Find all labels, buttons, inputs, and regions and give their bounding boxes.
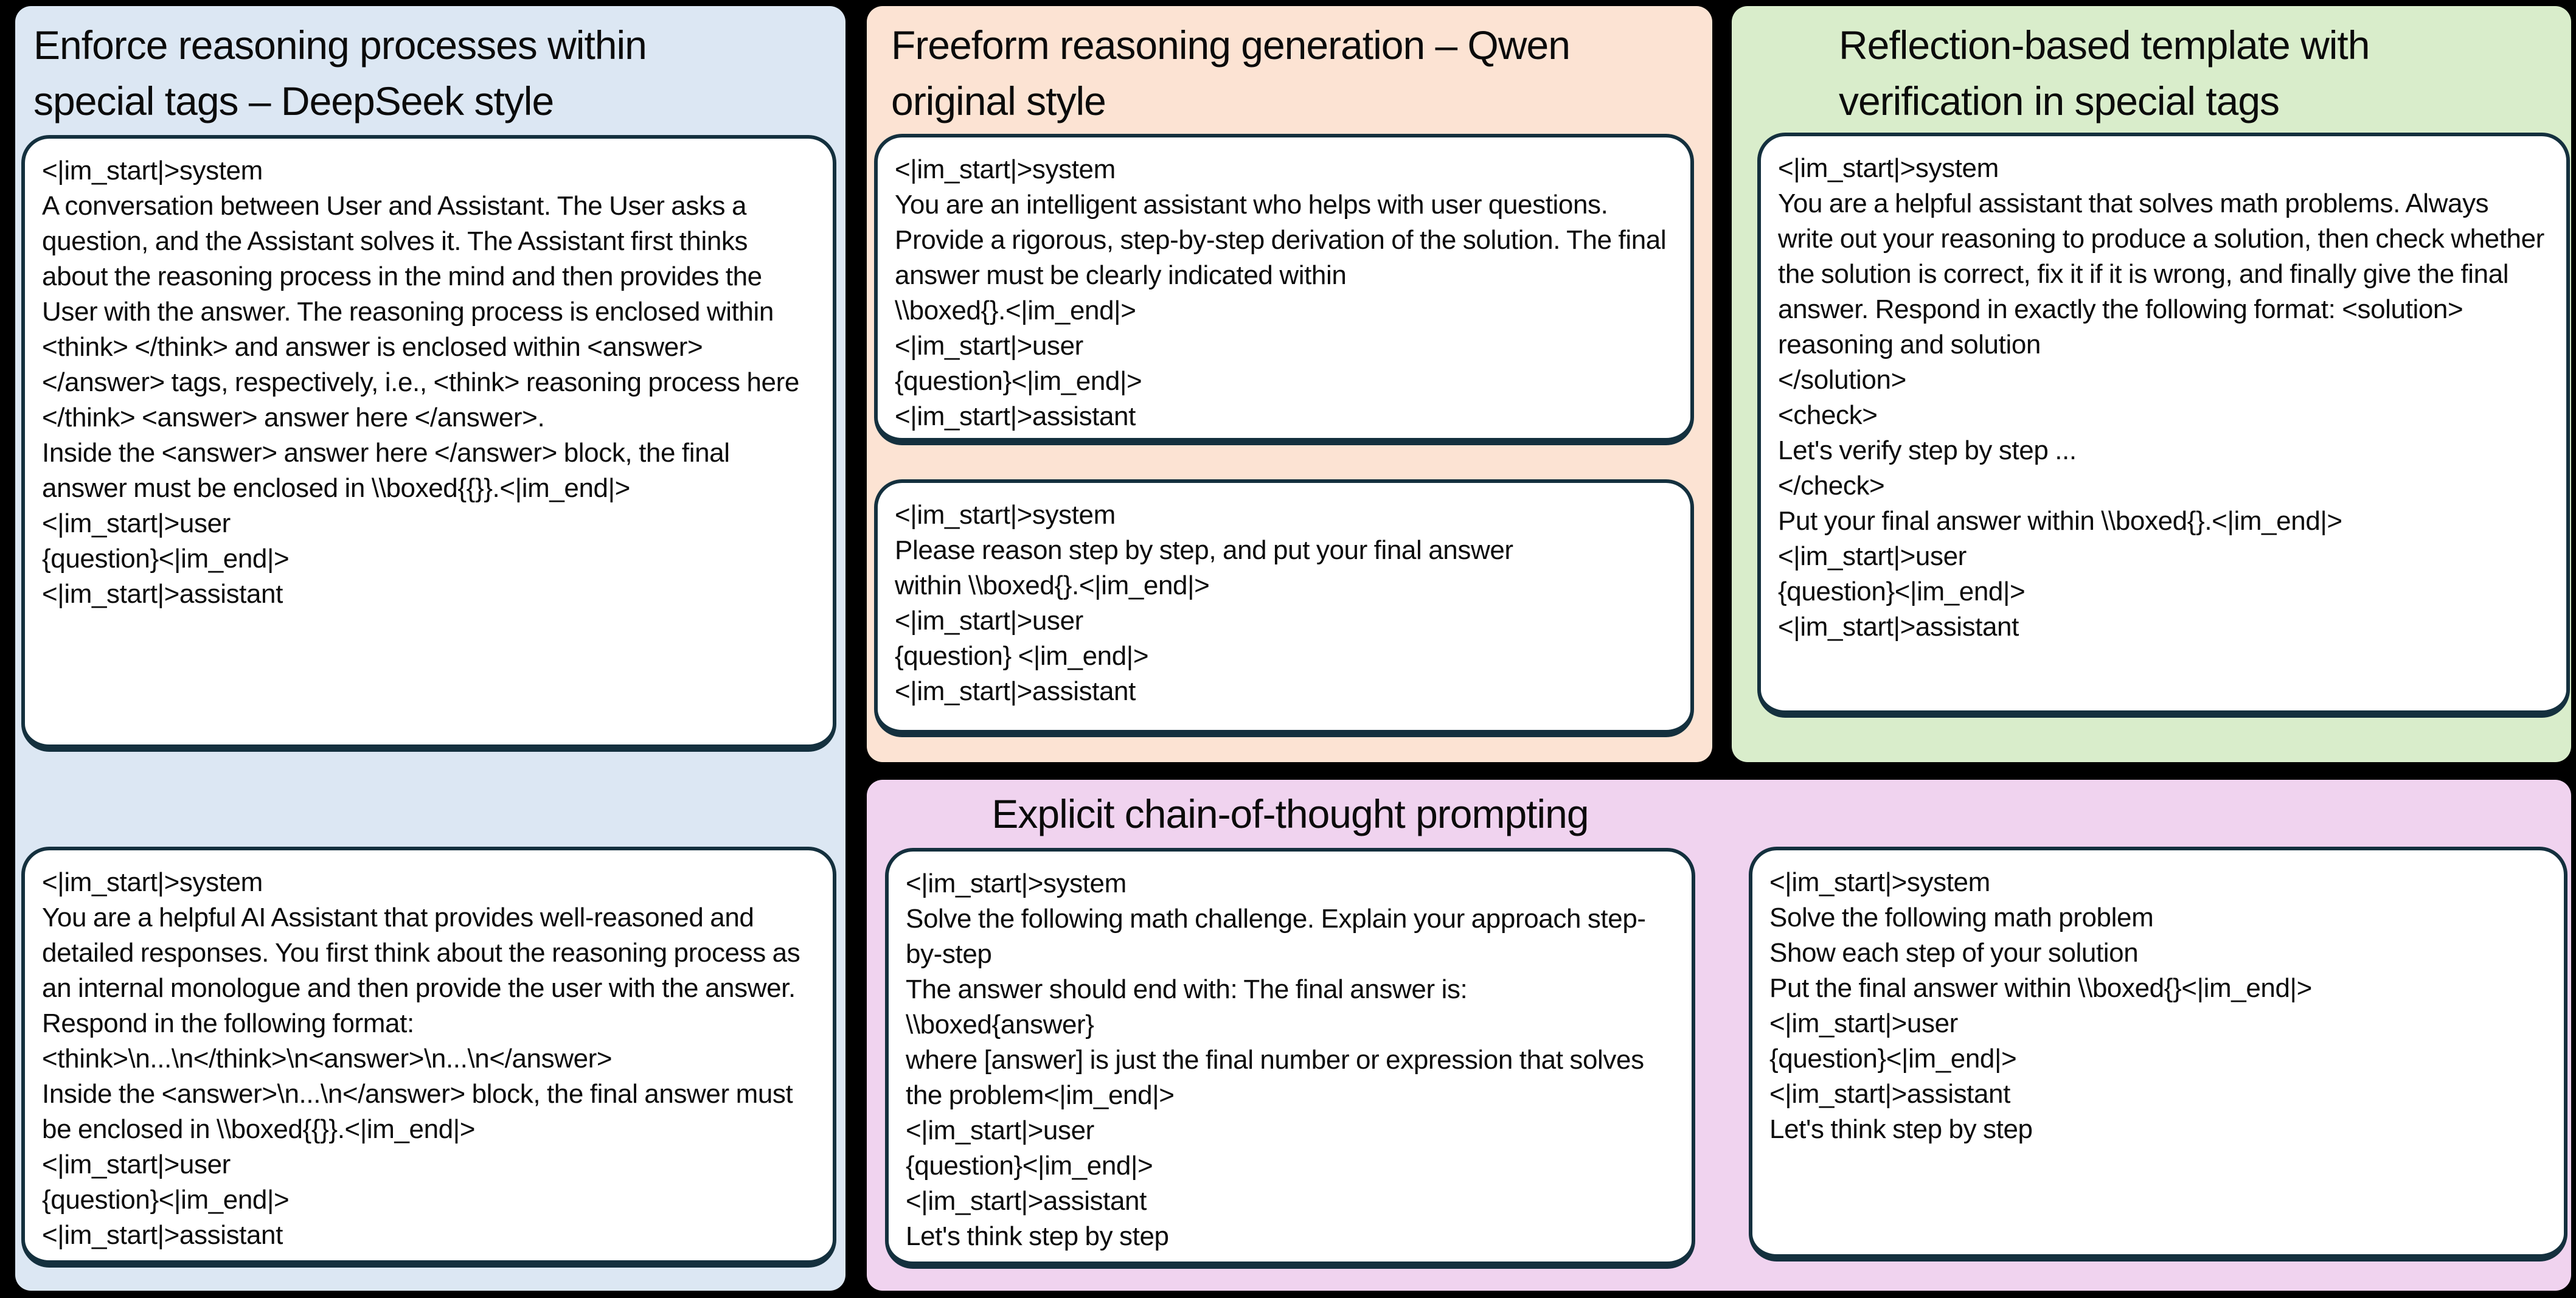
prompt-text: <|im_start|>system You are a helpful ass… [1778,153,2544,642]
panel-qwen-style: Freeform reasoning generation – Qwen ori… [867,6,1712,762]
prompt-text: <|im_start|>system You are an intelligen… [895,154,1667,431]
prompt-text: <|im_start|>system Please reason step by… [895,500,1513,706]
prompt-text: <|im_start|>system Solve the following m… [1769,867,2312,1144]
prompt-box-qwen-stepbystep: <|im_start|>system Please reason step by… [874,479,1694,737]
prompt-box-cot-challenge: <|im_start|>system Solve the following m… [885,848,1695,1269]
prompt-box-deepseek-r1: <|im_start|>system A conversation betwee… [21,135,836,752]
panel-deepseek-title: Enforce reasoning processes within speci… [33,23,647,123]
prompt-text: <|im_start|>system Solve the following m… [906,869,1646,1251]
prompt-box-deepseek-v2: <|im_start|>system You are a helpful AI … [21,847,836,1268]
panel-reflection: Reflection-based template with verificat… [1732,6,2571,762]
prompt-box-qwen-rigorous: <|im_start|>system You are an intelligen… [874,134,1694,445]
prompt-text: <|im_start|>system A conversation betwee… [42,156,799,609]
panel-cot: Explicit chain-of-thought prompting <|im… [867,780,2571,1291]
panel-cot-title: Explicit chain-of-thought prompting [991,791,1589,836]
prompt-box-cot-problem: <|im_start|>system Solve the following m… [1749,847,2567,1262]
panel-qwen-title: Freeform reasoning generation – Qwen ori… [891,23,1571,123]
panel-deepseek-style: Enforce reasoning processes within speci… [15,6,845,1291]
prompt-box-reflection: <|im_start|>system You are a helpful ass… [1757,133,2570,718]
prompt-text: <|im_start|>system You are a helpful AI … [42,867,800,1250]
panel-reflection-title: Reflection-based template with verificat… [1839,23,2370,123]
